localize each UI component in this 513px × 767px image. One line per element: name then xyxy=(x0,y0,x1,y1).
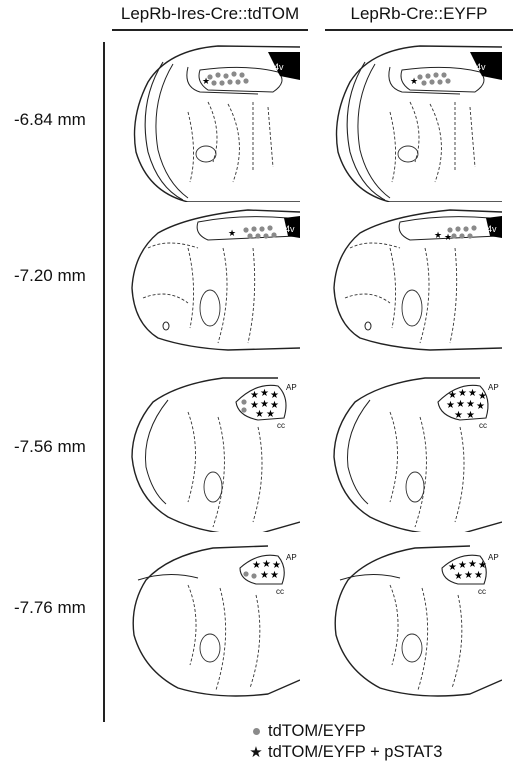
legend-label: tdTOM/EYFP xyxy=(268,722,366,740)
svg-text:★: ★ xyxy=(466,399,475,410)
svg-text:★: ★ xyxy=(476,401,485,412)
brainstem-section-tdtom-776: AP cc ★★★ ★★ xyxy=(128,540,300,700)
svg-text:★: ★ xyxy=(464,570,473,581)
svg-text:★: ★ xyxy=(454,410,463,421)
svg-text:AP: AP xyxy=(286,383,297,392)
svg-text:cc: cc xyxy=(277,421,285,430)
svg-text:★: ★ xyxy=(270,570,279,581)
svg-text:cc: cc xyxy=(478,587,486,596)
svg-text:★: ★ xyxy=(456,399,465,410)
svg-text:★: ★ xyxy=(260,388,269,399)
svg-text:★: ★ xyxy=(444,232,452,242)
svg-text:cc: cc xyxy=(276,587,284,596)
black-star-icon: ★ xyxy=(248,743,264,761)
svg-text:★: ★ xyxy=(468,559,477,570)
svg-text:AP: AP xyxy=(286,553,297,562)
level-label-3: -7.56 mm xyxy=(14,437,86,457)
svg-text:4v: 4v xyxy=(274,62,284,72)
column-header-underline xyxy=(112,29,308,31)
pstat3-star-cluster: ★★★ ★★ xyxy=(252,559,281,581)
brainstem-section-tdtom-756: AP cc ★★★ ★★★ ★★ xyxy=(128,372,300,532)
svg-text:★: ★ xyxy=(454,571,463,582)
svg-text:★: ★ xyxy=(266,409,275,420)
column-header-leprb-cre: LepRb-Cre::EYFP xyxy=(325,4,513,24)
svg-text:4v: 4v xyxy=(285,224,295,234)
svg-text:4v: 4v xyxy=(476,62,486,72)
svg-text:★: ★ xyxy=(262,559,271,570)
level-label-2: -7.20 mm xyxy=(14,266,86,286)
svg-text:★: ★ xyxy=(410,76,418,86)
vertical-axis-line xyxy=(103,42,105,722)
brainstem-section-eyfp-756: AP cc ★★★★ ★★★★ ★★ xyxy=(330,372,502,532)
legend-label: tdTOM/EYFP + pSTAT3 xyxy=(268,743,442,761)
svg-text:4v: 4v xyxy=(487,224,497,234)
eyfp-dot-cluster xyxy=(417,72,450,85)
svg-text:★: ★ xyxy=(474,570,483,581)
svg-text:AP: AP xyxy=(488,553,499,562)
pstat3-star-cluster: ★★★★ ★★★ xyxy=(448,559,487,582)
level-label-4: -7.76 mm xyxy=(14,598,86,618)
gray-dot-icon xyxy=(248,722,264,741)
legend-item-tdtom: tdTOM/EYFP xyxy=(248,722,366,741)
svg-text:★: ★ xyxy=(458,388,467,399)
svg-text:AP: AP xyxy=(488,383,499,392)
column-header-underline xyxy=(325,29,513,31)
tdtom-dot-cluster xyxy=(207,71,248,85)
svg-text:★: ★ xyxy=(228,228,236,238)
brainstem-section-tdtom-720: 4v ★ xyxy=(128,208,300,368)
svg-text:★: ★ xyxy=(468,388,477,399)
svg-text:★: ★ xyxy=(255,409,264,420)
brainstem-section-tdtom-684: 4v ★ xyxy=(128,42,300,202)
tdtom-dot-cluster xyxy=(243,571,256,578)
svg-text:★: ★ xyxy=(260,570,269,581)
legend-item-pstat3: ★tdTOM/EYFP + pSTAT3 xyxy=(248,743,442,762)
pstat3-star-cluster: ★★★★ ★★★★ ★★ xyxy=(446,388,487,421)
column-header-leprb-ires-cre: LepRb-Ires-Cre::tdTOM xyxy=(110,4,310,24)
svg-text:★: ★ xyxy=(434,230,442,240)
brainstem-section-eyfp-776: AP cc ★★★★ ★★★ xyxy=(330,540,502,700)
svg-text:★: ★ xyxy=(466,410,475,421)
level-label-1: -6.84 mm xyxy=(14,110,86,130)
brainstem-section-eyfp-684: 4v ★ xyxy=(330,42,502,202)
pstat3-star-cluster: ★★★ ★★★ ★★ xyxy=(250,388,279,420)
tdtom-dot-cluster xyxy=(241,399,246,412)
brainstem-section-eyfp-720: 4v ★ ★ xyxy=(330,208,502,368)
svg-text:cc: cc xyxy=(479,421,487,430)
svg-text:★: ★ xyxy=(202,76,210,86)
